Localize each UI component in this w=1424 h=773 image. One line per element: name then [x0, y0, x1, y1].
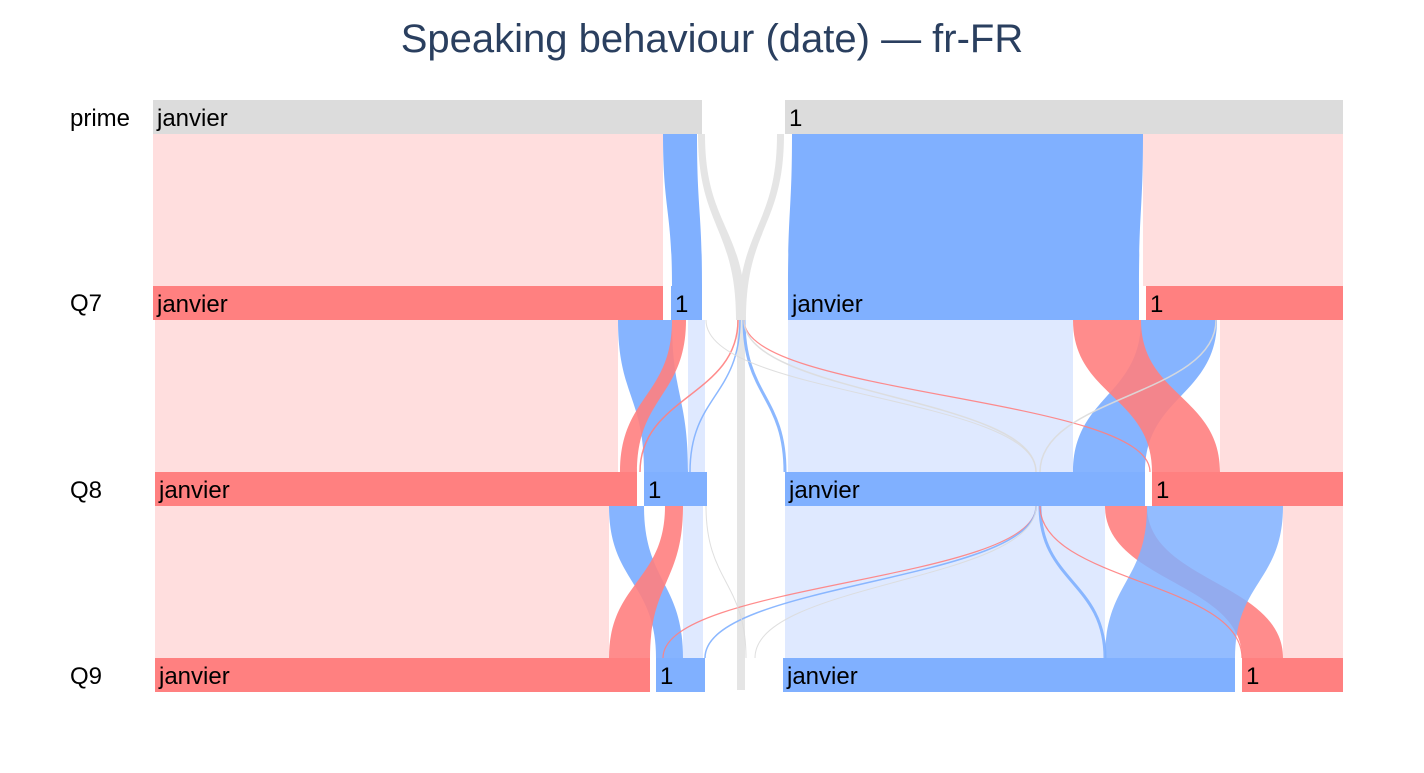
node-label-q7-1-red-3: 1 [1150, 291, 1163, 318]
chart-title: Speaking behaviour (date) — fr-FR [401, 17, 1024, 61]
flow-q7-q8-red-left [620, 320, 686, 472]
node-bar-q8-1-red-3 [1152, 472, 1343, 506]
node-bar-q8-1-blue-1 [644, 472, 707, 506]
flow-thin-q7-q8-gray-a [743, 319, 1037, 473]
flow-prime-q7-blue-left [663, 134, 702, 286]
flow-band-q7-q8-blue-thin [688, 320, 705, 472]
flow-thin-q7-q8-gray-c [1039, 319, 1217, 473]
dimension-label-prime: prime [70, 105, 130, 132]
flow-prime-center-gray-right [738, 134, 784, 320]
dimension-label-q9: Q9 [70, 663, 102, 690]
flows-layer [153, 134, 1343, 690]
node-bar-q8-janvier-red-0 [155, 472, 637, 506]
node-label-q9-1-blue-1: 1 [660, 663, 673, 690]
nodes-layer: janvier 1 janvier 1 janvier 1 janvier 1 janvier 1… [153, 100, 1343, 692]
flow-band-q8-q9-red [155, 506, 609, 658]
node-bar-prime-janvier-gray-0 [153, 100, 702, 134]
node-bar-q7-1-blue-1 [671, 286, 702, 320]
flow-band-q7-q8-red [155, 320, 618, 472]
flow-q8-q9-blue-right [1105, 506, 1283, 658]
flow-band-q8-q9-blue [785, 506, 1105, 658]
flow-thin-q8-q9-gray-a [754, 505, 1037, 659]
flow-band-q8-q9-blue-thin [683, 506, 703, 658]
flow-prime-q7-blue-right [788, 134, 1143, 286]
node-label-q8-janvier-blue-2: janvier [788, 477, 860, 504]
node-bar-q9-janvier-red-0 [155, 658, 650, 692]
node-bar-q9-1-blue-1 [656, 658, 705, 692]
flow-thin-q8-q9-blue-a [704, 505, 1037, 659]
flow-q7-q8-red-right [1073, 320, 1220, 472]
node-bar-q7-janvier-blue-2 [788, 286, 1139, 320]
node-bar-q7-1-red-3 [1146, 286, 1343, 320]
node-bar-q8-janvier-blue-2 [785, 472, 1145, 506]
node-label-q9-1-red-3: 1 [1246, 663, 1259, 690]
dimension-label-q7: Q7 [70, 290, 102, 317]
flow-band-prime-q7-red-right [1143, 134, 1343, 286]
node-label-q8-janvier-red-0: janvier [158, 477, 230, 504]
flow-thin-q8-q9-red-a [662, 505, 1037, 659]
node-label-q7-1-blue-1: 1 [675, 291, 688, 318]
node-label-q8-1-red-3: 1 [1156, 477, 1169, 504]
flow-band-q8-q9-red-right [1283, 506, 1343, 658]
node-label-prime-1-gray-1: 1 [789, 105, 802, 132]
node-label-prime-janvier-gray-0: janvier [156, 105, 228, 132]
flow-band-q7-q8-blue [788, 320, 1073, 472]
flow-thin-q7-q8-red-a [639, 319, 739, 473]
node-bar-prime-1-gray-1 [785, 100, 1343, 134]
node-label-q7-janvier-blue-2: janvier [791, 291, 863, 318]
node-label-q9-janvier-blue-2: janvier [786, 663, 858, 690]
dimension-label-q8: Q8 [70, 477, 102, 504]
flow-band-q7-q8-red-right [1220, 320, 1343, 472]
node-bar-q7-janvier-red-0 [153, 286, 663, 320]
node-label-q8-1-blue-1: 1 [648, 477, 661, 504]
flow-band-prime-q7-red [153, 134, 663, 286]
node-label-q9-janvier-red-0: janvier [158, 663, 230, 690]
node-bar-q9-janvier-blue-2 [783, 658, 1235, 692]
flow-thin-q8-q9-gray-b [705, 505, 747, 659]
flow-prime-center-gray-left [698, 134, 746, 320]
node-bar-q9-1-red-3 [1242, 658, 1343, 692]
flow-thin-q8-q9-red-b [1039, 505, 1243, 659]
flow-thin-q7-q8-gray-b [705, 319, 1037, 473]
flow-thin-q7-q8-red-b [743, 319, 1151, 473]
flow-thin-q8-q9-blue-b [1038, 505, 1107, 659]
node-label-q7-janvier-red-0: janvier [156, 291, 228, 318]
flow-thin-q7-q8-blue-b [742, 319, 787, 473]
flow-q8-q9-red-left [609, 506, 683, 658]
flow-thin-q7-q8-blue-a [689, 319, 741, 473]
